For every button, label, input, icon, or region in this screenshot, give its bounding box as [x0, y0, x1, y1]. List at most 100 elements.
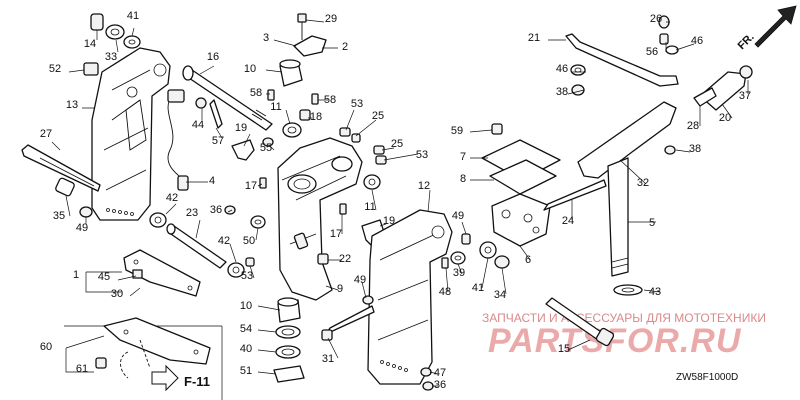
trim-sensor-harness: [167, 89, 223, 191]
callout-c34: 34: [494, 289, 506, 301]
parts-top-left: [21, 13, 167, 228]
callout-c1: 1: [73, 269, 79, 281]
link-bracket: [693, 65, 753, 111]
callout-c24: 24: [562, 215, 574, 227]
tie-rod: [543, 179, 607, 211]
callout-c52: 52: [49, 63, 61, 75]
callout-c58a: 58: [250, 87, 262, 99]
stern-bracket-left: [91, 47, 171, 221]
bracket-holes-left: [106, 208, 134, 216]
callout-c60: 60: [40, 341, 52, 353]
callout-c9: 9: [337, 283, 343, 295]
callout-c17b: 17: [330, 228, 342, 240]
callout-c4: 4: [209, 175, 215, 187]
callout-c54: 54: [240, 323, 252, 335]
callout-c11a: 11: [270, 101, 281, 113]
callout-c14a: 14: [84, 38, 96, 50]
tilt-rod: [166, 223, 227, 269]
bracket-holes-right: [380, 360, 408, 372]
stern-bracket-right: [321, 209, 453, 391]
front-direction-label: FR.: [736, 31, 757, 52]
callout-c36a: 36: [210, 204, 222, 216]
callout-c56: 56: [646, 46, 658, 58]
callout-c38a: 38: [689, 143, 701, 155]
callout-c57: 57: [212, 135, 224, 147]
callout-c46a: 46: [691, 35, 703, 47]
steering-arm-tube: [577, 101, 677, 296]
callout-c10b: 10: [240, 300, 252, 312]
callout-c19a: 19: [235, 122, 247, 134]
callout-c49b: 49: [452, 210, 464, 222]
diagram-code: ZW58F1000D: [676, 372, 738, 383]
callout-c16: 16: [207, 51, 219, 63]
callout-c13: 13: [66, 99, 78, 111]
reference-box-f11: F-11: [64, 317, 223, 400]
callout-c51: 51: [240, 365, 252, 377]
callout-c36b: 36: [434, 379, 446, 391]
callout-c44: 44: [192, 119, 204, 131]
anode-plate: [85, 249, 201, 297]
callout-c48: 48: [439, 286, 451, 298]
callout-c23: 23: [186, 207, 198, 219]
callout-c2: 2: [342, 41, 348, 53]
callout-c47: 47: [434, 367, 446, 379]
callout-c38b: 38: [556, 86, 568, 98]
leader-lines: [51, 19, 749, 387]
callout-c58b: 58: [324, 94, 336, 106]
callout-c18: 18: [310, 111, 322, 123]
callout-c19b: 19: [383, 215, 395, 227]
callout-c49c: 49: [354, 274, 366, 286]
callout-c49a: 49: [76, 222, 88, 234]
callout-c8: 8: [460, 173, 466, 185]
callout-c5: 5: [649, 217, 655, 229]
callout-c41b: 41: [472, 282, 484, 294]
long-bolt: [545, 297, 615, 347]
callout-c42a: 42: [166, 192, 178, 204]
reference-label: F-11: [184, 374, 210, 389]
callout-c20: 20: [719, 112, 731, 124]
callout-c7: 7: [460, 151, 466, 163]
callout-c53a: 53: [351, 98, 363, 110]
callout-c33a: 33: [105, 51, 117, 63]
callout-c53c: 53: [241, 270, 253, 282]
callout-c50: 50: [243, 235, 255, 247]
steering-link-rod: [565, 15, 679, 96]
callout-c12: 12: [418, 180, 430, 192]
callout-c26: 26: [650, 13, 662, 25]
callout-c25a: 25: [372, 110, 384, 122]
callout-c25b: 25: [391, 138, 403, 150]
watermark-tagline: ЗАПЧАСТИ И АКСЕССУАРЫ ДЛЯ МОТОТЕХНИКИ: [482, 311, 766, 325]
callout-c3: 3: [263, 32, 269, 44]
tilt-shaft: [182, 65, 273, 131]
callout-c27: 27: [40, 128, 52, 140]
steering-housing: [481, 123, 561, 247]
callout-c53b: 53: [416, 149, 428, 161]
callout-c43: 43: [649, 286, 661, 298]
callout-c31: 31: [322, 353, 334, 365]
callout-c32: 32: [637, 177, 649, 189]
callout-c40: 40: [240, 343, 252, 355]
watermark: ЗАПЧАСТИ И АКСЕССУАРЫ ДЛЯ МОТОТЕХНИКИ PA…: [482, 311, 766, 360]
callout-c6: 6: [525, 254, 531, 266]
swivel-case: [277, 137, 363, 301]
callout-c15: 15: [558, 343, 570, 355]
callout-c39: 39: [453, 267, 465, 279]
callout-c41a: 41: [127, 10, 139, 22]
callout-c61: 61: [76, 363, 88, 375]
callout-c55: 55: [260, 142, 272, 154]
callout-c17a: 17: [245, 180, 257, 192]
callout-c46b: 46: [556, 63, 568, 75]
callout-c29: 29: [325, 13, 337, 25]
callout-c22: 22: [339, 253, 351, 265]
callout-c59: 59: [451, 125, 463, 137]
front-direction-arrow: FR.: [736, 5, 797, 52]
callout-c35: 35: [53, 210, 65, 222]
swivel-hardware: [224, 13, 387, 383]
callout-c11b: 11: [364, 201, 375, 213]
callout-c30: 30: [111, 288, 123, 300]
callout-c21: 21: [528, 32, 540, 44]
callout-c45: 45: [98, 271, 110, 283]
